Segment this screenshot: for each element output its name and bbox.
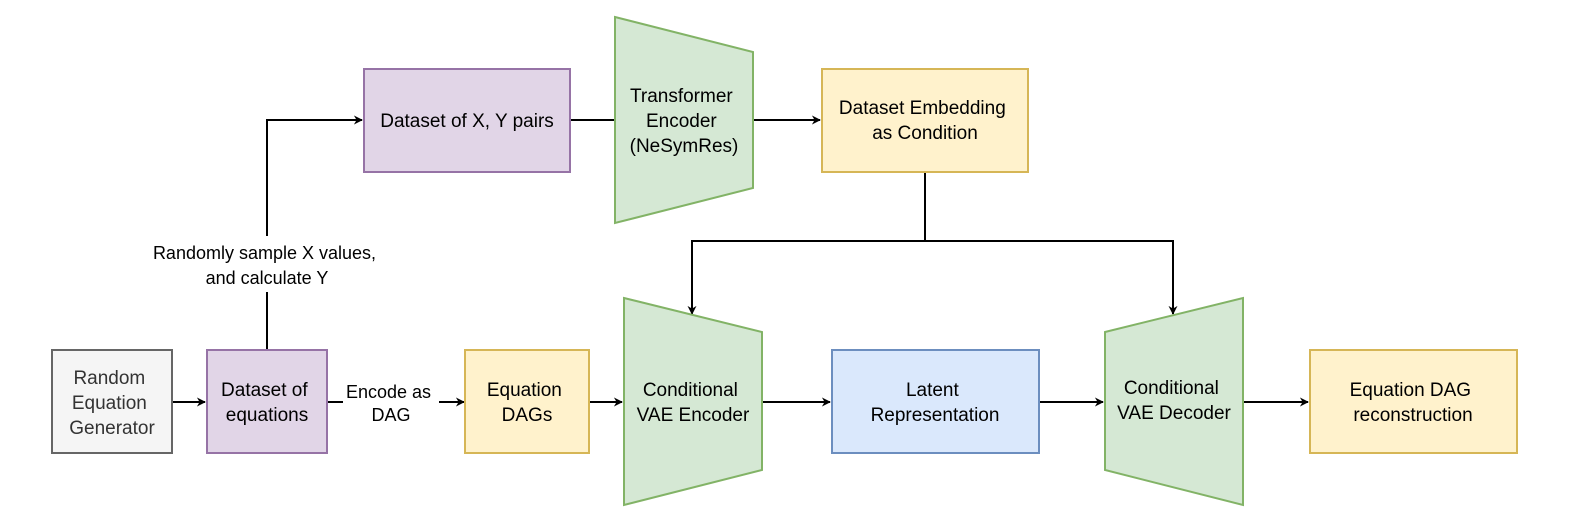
latent-representation-label: Latent Representation — [871, 380, 1000, 426]
encode-edge-label-bg — [343, 376, 439, 428]
cvae-decoder-shape — [1104, 296, 1244, 507]
equation-dag-reconstruction-line-1: Equation DAG — [1350, 380, 1471, 401]
cvae-encoder-line-2: VAE Encoder — [637, 405, 750, 426]
sample-edge-label: Randomly sample X values, and calculate … — [140, 236, 394, 292]
equation-dags-label: Equation DAGs — [487, 380, 567, 426]
random-equation-generator-line-2: Equation — [72, 393, 147, 414]
dataset-of-equations-box — [206, 349, 328, 454]
latent-representation-line-2: Representation — [871, 405, 1000, 426]
node-transformer-encoder: Transformer Encoder (NeSymRes) — [614, 15, 754, 225]
cvae-encoder-shape — [623, 296, 763, 507]
equation-dag-reconstruction-label: Equation DAG reconstruction — [1350, 380, 1477, 426]
dataset-xy-pairs-line-1: Dataset of X, Y pairs — [380, 111, 554, 132]
node-cvae-decoder: Conditional VAE Decoder — [1104, 296, 1244, 507]
equation-dags-line-1: Equation — [487, 380, 562, 401]
node-equation-dags: Equation DAGs — [464, 349, 590, 454]
node-random-equation-generator: Random Equation Generator — [51, 349, 173, 454]
sample-edge-label-text: Randomly sample X values, and calculate … — [153, 243, 381, 288]
transformer-encoder-line-1: Transformer — [630, 86, 733, 107]
dataset-embedding-line-2: as Condition — [872, 123, 978, 144]
sample-edge-label-bg — [140, 236, 394, 292]
edge-embedding-to-encoder — [687, 172, 926, 315]
cvae-encoder-line-1: Conditional — [643, 380, 738, 401]
node-equation-dag-reconstruction: Equation DAG reconstruction — [1309, 349, 1518, 454]
latent-representation-line-1: Latent — [906, 380, 960, 401]
encode-edge-label-line-1: Encode as — [346, 382, 431, 402]
cvae-decoder-label: Conditional VAE Decoder — [1117, 378, 1231, 424]
equation-dag-reconstruction-line-2: reconstruction — [1353, 405, 1472, 426]
edge-equations-to-xy-pairs — [266, 115, 363, 349]
latent-representation-box — [831, 349, 1040, 454]
transformer-encoder-line-2: Encoder — [646, 111, 717, 132]
node-latent-representation: Latent Representation — [831, 349, 1040, 454]
random-equation-generator-line-1: Random — [73, 368, 145, 389]
sample-edge-label-line-1: Randomly sample X values, — [153, 243, 376, 263]
cvae-decoder-line-2: VAE Decoder — [1117, 403, 1231, 424]
edge-embedding-to-decoder — [925, 240, 1178, 315]
transformer-encoder-line-3: (NeSymRes) — [630, 136, 739, 157]
dataset-xy-pairs-box — [363, 68, 571, 173]
node-dataset-xy-pairs: Dataset of X, Y pairs — [363, 68, 571, 173]
encode-edge-label-line-2: DAG — [371, 405, 410, 425]
node-cvae-encoder: Conditional VAE Encoder — [623, 296, 763, 507]
dataset-of-equations-line-2: equations — [226, 405, 308, 426]
transformer-encoder-shape — [614, 15, 754, 225]
dataset-of-equations-label: Dataset of equations — [221, 380, 313, 426]
random-equation-generator-label: Random Equation Generator — [69, 368, 155, 439]
random-equation-generator-line-3: Generator — [69, 418, 155, 439]
dataset-xy-pairs-label: Dataset of X, Y pairs — [380, 111, 554, 132]
equation-dag-reconstruction-box — [1309, 349, 1518, 454]
dataset-of-equations-line-1: Dataset of — [221, 380, 308, 401]
encode-edge-label-text: Encode as DAG — [346, 382, 436, 425]
transformer-encoder-label: Transformer Encoder (NeSymRes) — [630, 86, 739, 157]
dataset-embedding-box — [821, 68, 1029, 173]
equation-dags-line-2: DAGs — [502, 405, 553, 426]
node-dataset-embedding: Dataset Embedding as Condition — [821, 68, 1029, 173]
encode-edge-label: Encode as DAG — [343, 376, 439, 428]
sample-edge-label-line-2: and calculate Y — [206, 268, 329, 288]
dataset-embedding-label: Dataset Embedding as Condition — [839, 98, 1011, 144]
cvae-decoder-line-1: Conditional — [1124, 378, 1219, 399]
dataset-embedding-line-1: Dataset Embedding — [839, 98, 1006, 119]
random-equation-generator-box — [51, 349, 173, 454]
equation-dags-box — [464, 349, 590, 454]
cvae-encoder-label: Conditional VAE Encoder — [637, 380, 750, 426]
node-dataset-of-equations: Dataset of equations — [206, 349, 328, 454]
